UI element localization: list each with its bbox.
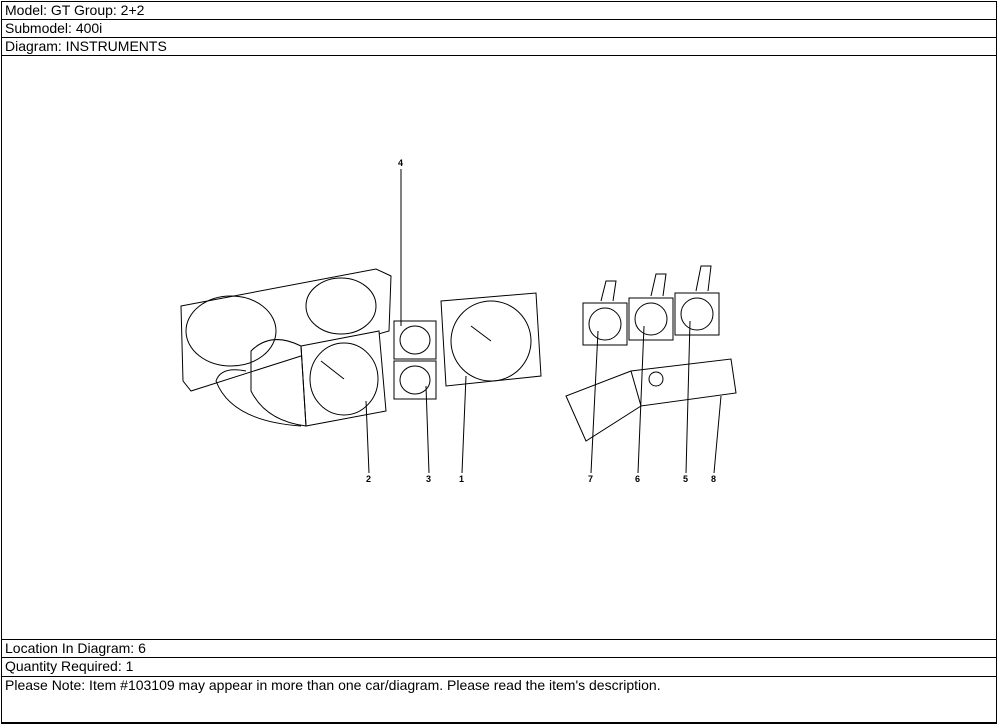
submodel-row: Submodel: 400i	[1, 19, 997, 37]
callout-4: 4	[398, 158, 403, 168]
model-row: Model: GT Group: 2+2	[1, 1, 997, 19]
gauge-3	[393, 360, 437, 400]
parts-diagram: 4 2 3 1 7 6 5 8	[1, 55, 997, 639]
switch-panel-8	[630, 358, 737, 407]
callout-6: 6	[635, 474, 640, 484]
quantity-row: Quantity Required: 1	[1, 657, 997, 676]
callout-1: 1	[459, 474, 464, 484]
gauge-6	[628, 297, 674, 341]
diagram-title-row: Diagram: INSTRUMENTS	[1, 37, 997, 55]
callout-7: 7	[588, 474, 593, 484]
callout-5: 5	[683, 474, 688, 484]
instruments-illustration: 4 2 3 1 7 6 5 8	[180, 158, 737, 484]
gauge-5	[674, 292, 720, 336]
gauge-7	[582, 302, 628, 346]
gauge-4	[393, 320, 437, 360]
callout-2: 2	[366, 474, 371, 484]
location-row: Location In Diagram: 6	[1, 639, 997, 657]
gauge-1	[440, 292, 542, 387]
callout-8: 8	[711, 474, 716, 484]
callout-3: 3	[426, 474, 431, 484]
note-row: Please Note: Item #103109 may appear in …	[1, 676, 997, 724]
